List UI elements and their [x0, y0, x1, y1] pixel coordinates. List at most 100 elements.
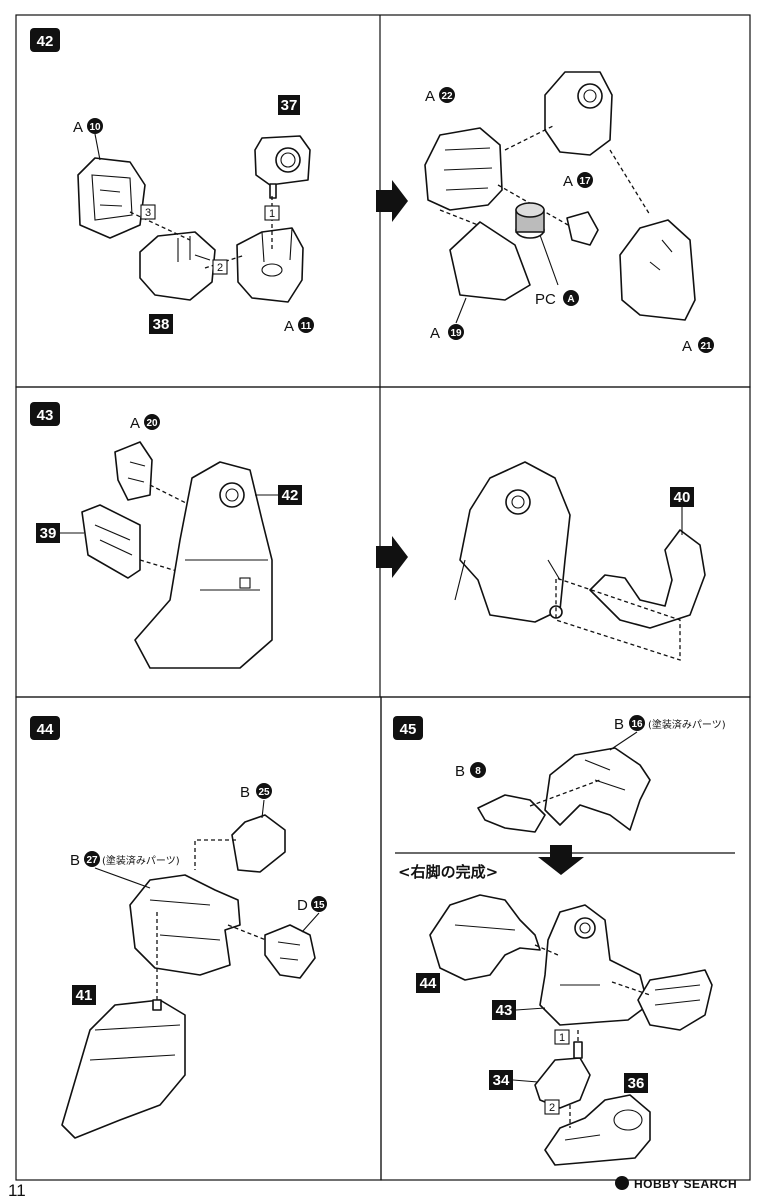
seq-box-1-text: 1: [269, 208, 275, 220]
part-a22-drawing: [424, 127, 503, 211]
step-44: 44 B 25 B 27 (塗装済みパーツ) D 15: [30, 716, 327, 1139]
part-a10-letter: A: [73, 119, 83, 136]
part-b8-marker: [470, 762, 486, 778]
seq-box-2-text: 2: [217, 262, 223, 274]
part-40-drawing: [589, 529, 706, 629]
step-43-number: 43: [37, 407, 54, 424]
part-b16-marker: [629, 715, 645, 731]
completion-part-44-number: 44: [420, 975, 437, 992]
part-38-badge: [149, 314, 173, 334]
part-a17-drawing: [566, 211, 599, 246]
part-a19-drawing: [449, 221, 531, 301]
step-44-number: 44: [37, 721, 54, 738]
part-a21-drawing: [619, 219, 696, 321]
part-38-number: 38: [153, 316, 170, 333]
watermark: HOBBY SEARCH: [615, 1176, 737, 1191]
step-42-guide-a19: [439, 209, 479, 226]
part-b8-drawing: [477, 794, 546, 833]
part-b25-marker: [256, 783, 272, 799]
step-45-frame: [380, 696, 751, 1181]
part-d15-marker: [311, 896, 327, 912]
part-42-number: 42: [282, 487, 299, 504]
part-b8-letter: B: [455, 763, 465, 780]
watermark-text: HOBBY SEARCH: [634, 1177, 737, 1191]
part-b25-drawing: [231, 814, 286, 873]
head-assembly-drawing: [544, 71, 613, 156]
part-a20-number: 20: [146, 418, 158, 429]
step-43-badge: [30, 402, 60, 426]
part-b27-number: 27: [86, 855, 98, 866]
completion-part-34-badge: [489, 1070, 513, 1090]
completion-seq-box-2-text: 2: [549, 1102, 555, 1114]
step-45-badge: [393, 716, 423, 740]
part-b27-note: (塗装済みパーツ): [102, 854, 180, 867]
step-45: 45 B 16 (塗装済みパーツ) B 8 <右脚の完成> 44: [393, 715, 726, 1166]
part-a19-letter: A: [430, 325, 440, 342]
part-41-number: 41: [76, 987, 93, 1004]
part-pc-a-leader: [539, 234, 559, 286]
part-b27-leader: [94, 867, 151, 889]
completion-seq-box-2: [544, 1099, 560, 1115]
step-42-badge: 42: [30, 28, 60, 52]
panel-frames: [15, 14, 751, 1181]
completion-part-43-drawing: [539, 904, 649, 1026]
part-40-number: 40: [674, 489, 691, 506]
step-42-guide-a21: [609, 149, 651, 216]
completion-seq-box-1-text: 1: [559, 1032, 565, 1044]
part-pc-a-marker: [563, 290, 579, 306]
part-a20-drawing: [114, 441, 153, 501]
part-b25-number: 25: [258, 787, 270, 798]
part-a10-marker: [87, 118, 103, 134]
part-b16-number: 16: [631, 719, 643, 730]
part-39-number: 39: [40, 525, 57, 542]
completion-part-36-number: 36: [628, 1075, 645, 1092]
step-43: 43 A 20 39 42: [30, 402, 706, 669]
completion-part-34-drawing: [534, 1041, 591, 1109]
step-43-result-drawing: [454, 461, 571, 623]
seq-box-3-text: 3: [145, 207, 151, 219]
seq-box-2: [212, 259, 228, 275]
step-42-guide-head: [504, 124, 556, 151]
part-40-badge: [670, 487, 694, 507]
completion-part-43-badge: [492, 1000, 516, 1020]
completion-part-44-drawing: [429, 894, 541, 981]
completion-part-36-drawing: [544, 1094, 651, 1166]
part-b16-drawing: [544, 747, 651, 831]
step-44-guide-b25: [194, 839, 236, 870]
step-42: 42 A 10 37 A 11: [30, 28, 714, 355]
part-a22-number: 22: [441, 91, 453, 102]
part-d15-leader: [301, 912, 320, 933]
completion-part-36-badge: [624, 1073, 648, 1093]
part-a21-marker: [698, 337, 714, 353]
step-45-guide-b8: [529, 779, 601, 807]
completion-armor-drawing: [637, 969, 713, 1031]
part-41-badge: [72, 985, 96, 1005]
part-a20-letter: A: [130, 415, 140, 432]
part-a22-marker: [439, 87, 455, 103]
completion-part-44-badge: [416, 973, 440, 993]
part-pc-a-letter: PC: [535, 291, 556, 308]
part-a17-letter: A: [563, 173, 573, 190]
completion-part-34-number: 34: [493, 1072, 510, 1089]
step-45-number: 45: [400, 721, 417, 738]
part-b27-marker: [84, 851, 100, 867]
completion-title: <右脚の完成>: [398, 863, 498, 881]
part-b27-letter: B: [70, 852, 80, 869]
part-a20-marker: [144, 414, 160, 430]
step-42-number: 42: [37, 33, 54, 50]
step-43-guide-40: [555, 577, 681, 661]
part-d15-number: 15: [313, 900, 325, 911]
page-number: 11: [8, 1181, 26, 1200]
completion-part-43-leader: [515, 1007, 546, 1011]
part-b8-number: 8: [475, 766, 481, 777]
part-a22-letter: A: [425, 88, 435, 105]
step-43-flow-arrow: [376, 536, 408, 578]
part-39-badge: [36, 523, 60, 543]
step-43-guide-a20: [149, 484, 191, 506]
part-a11-marker: [298, 317, 314, 333]
seq-box-3: [140, 204, 156, 220]
part-a11-letter: A: [284, 318, 294, 335]
part-a19-leader: [455, 297, 467, 324]
part-38-drawing: [139, 231, 216, 301]
